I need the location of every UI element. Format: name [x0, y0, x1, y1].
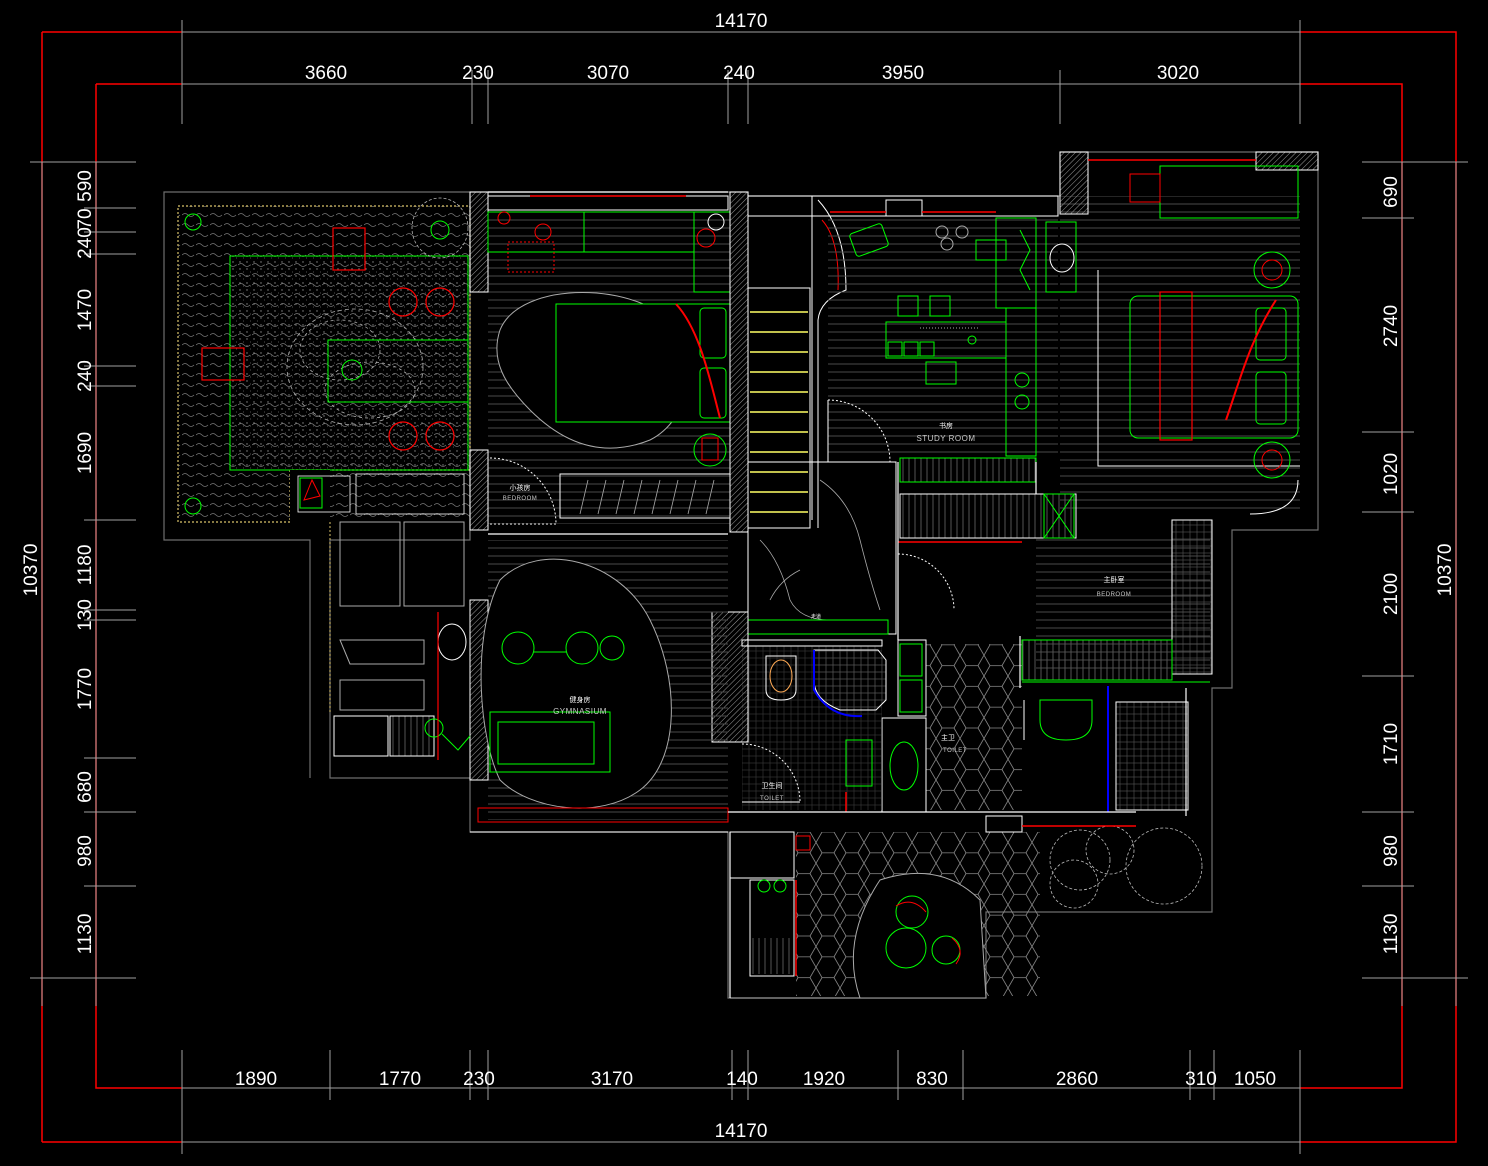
gymnasium: 健身房 GYMNASIUM — [469, 540, 729, 833]
dim-bottom-total: 14170 — [715, 1121, 768, 1142]
corridor: 走道 — [747, 461, 955, 635]
dim-right-2: 2740 — [1381, 305, 1402, 347]
kids-bedroom: 小孩房 BEDROOM — [469, 191, 731, 531]
corridor-label: 走道 — [811, 613, 821, 620]
master-toilet-label-cn: 主卫 — [941, 733, 955, 742]
study-label-cn: 书房 — [939, 421, 953, 430]
dim-bottom-7: 830 — [916, 1069, 948, 1090]
dim-left-7: 1180 — [75, 545, 96, 586]
dim-top-total: 14170 — [715, 11, 768, 32]
dim-bottom-10: 1050 — [1234, 1069, 1276, 1090]
dim-top-4: 240 — [723, 63, 755, 84]
guest-toilet-label-cn: 卫生间 — [762, 781, 783, 790]
kids-bedroom-label-cn: 小孩房 — [510, 483, 531, 492]
dim-right-total: 10370 — [1435, 544, 1456, 597]
master-bedroom: 主卧室 BEDROOM — [898, 151, 1319, 683]
guest-toilet-label-en: TOILET — [760, 796, 784, 802]
service-area — [333, 521, 471, 760]
dim-left-10: 680 — [75, 771, 96, 803]
study-label-en: STUDY ROOM — [916, 434, 975, 443]
kids-bedroom-label-en: BEDROOM — [503, 496, 538, 502]
dim-bottom-2: 1770 — [379, 1069, 421, 1090]
dim-bottom-1: 1890 — [235, 1069, 277, 1090]
dim-left-4: 1470 — [75, 289, 96, 331]
master-bedroom-label-en: BEDROOM — [1097, 592, 1132, 598]
dim-top-6: 3020 — [1157, 63, 1199, 84]
dim-left-12: 1130 — [75, 914, 96, 955]
dim-left-5: 240 — [75, 360, 96, 392]
dim-right-1: 690 — [1381, 176, 1402, 208]
guest-toilet: 卫生间 TOILET — [711, 611, 887, 812]
dim-top-5: 3950 — [882, 63, 924, 84]
dim-bottom-6: 1920 — [803, 1069, 845, 1090]
dim-bottom-9: 310 — [1185, 1069, 1217, 1090]
dim-right-3: 1020 — [1381, 453, 1402, 495]
dim-top-3: 3070 — [587, 63, 629, 84]
interior-walls — [488, 191, 1187, 998]
balcony — [729, 815, 1203, 999]
master-toilet-label-en: TOILET — [943, 748, 967, 754]
dim-left-2: 70 — [75, 208, 96, 229]
dimension-labels: 14170 3660 230 3070 240 3950 3020 14170 … — [21, 11, 1456, 1142]
dim-left-8: 130 — [75, 599, 96, 631]
dim-left-9: 1770 — [75, 668, 96, 710]
dim-right-7: 1130 — [1381, 914, 1402, 955]
gym-label-en: GYMNASIUM — [553, 707, 607, 716]
gym-label-cn: 健身房 — [570, 695, 591, 704]
dim-left-1: 590 — [75, 170, 96, 202]
dim-bottom-4: 3170 — [591, 1069, 633, 1090]
dim-left-total: 10370 — [21, 544, 42, 597]
dim-top-1: 3660 — [305, 63, 347, 84]
dim-right-5: 1710 — [1381, 723, 1402, 765]
dimension-lines — [30, 20, 1468, 1154]
dim-bottom-3: 230 — [463, 1069, 495, 1090]
dim-right-6: 980 — [1381, 835, 1402, 867]
dim-right-4: 2100 — [1381, 573, 1402, 615]
master-toilet: 主卫 TOILET — [881, 639, 1189, 813]
garden-terrace — [177, 197, 471, 712]
dim-top-2: 230 — [462, 63, 494, 84]
dim-bottom-8: 2860 — [1056, 1069, 1098, 1090]
dim-bottom-5: 140 — [726, 1069, 758, 1090]
study-room: 书房 STUDY ROOM — [811, 195, 1059, 483]
dim-left-3: 240 — [75, 227, 96, 259]
master-bedroom-label-cn: 主卧室 — [1104, 575, 1125, 584]
dim-left-6: 1690 — [75, 432, 96, 474]
dim-left-11: 980 — [75, 835, 96, 867]
